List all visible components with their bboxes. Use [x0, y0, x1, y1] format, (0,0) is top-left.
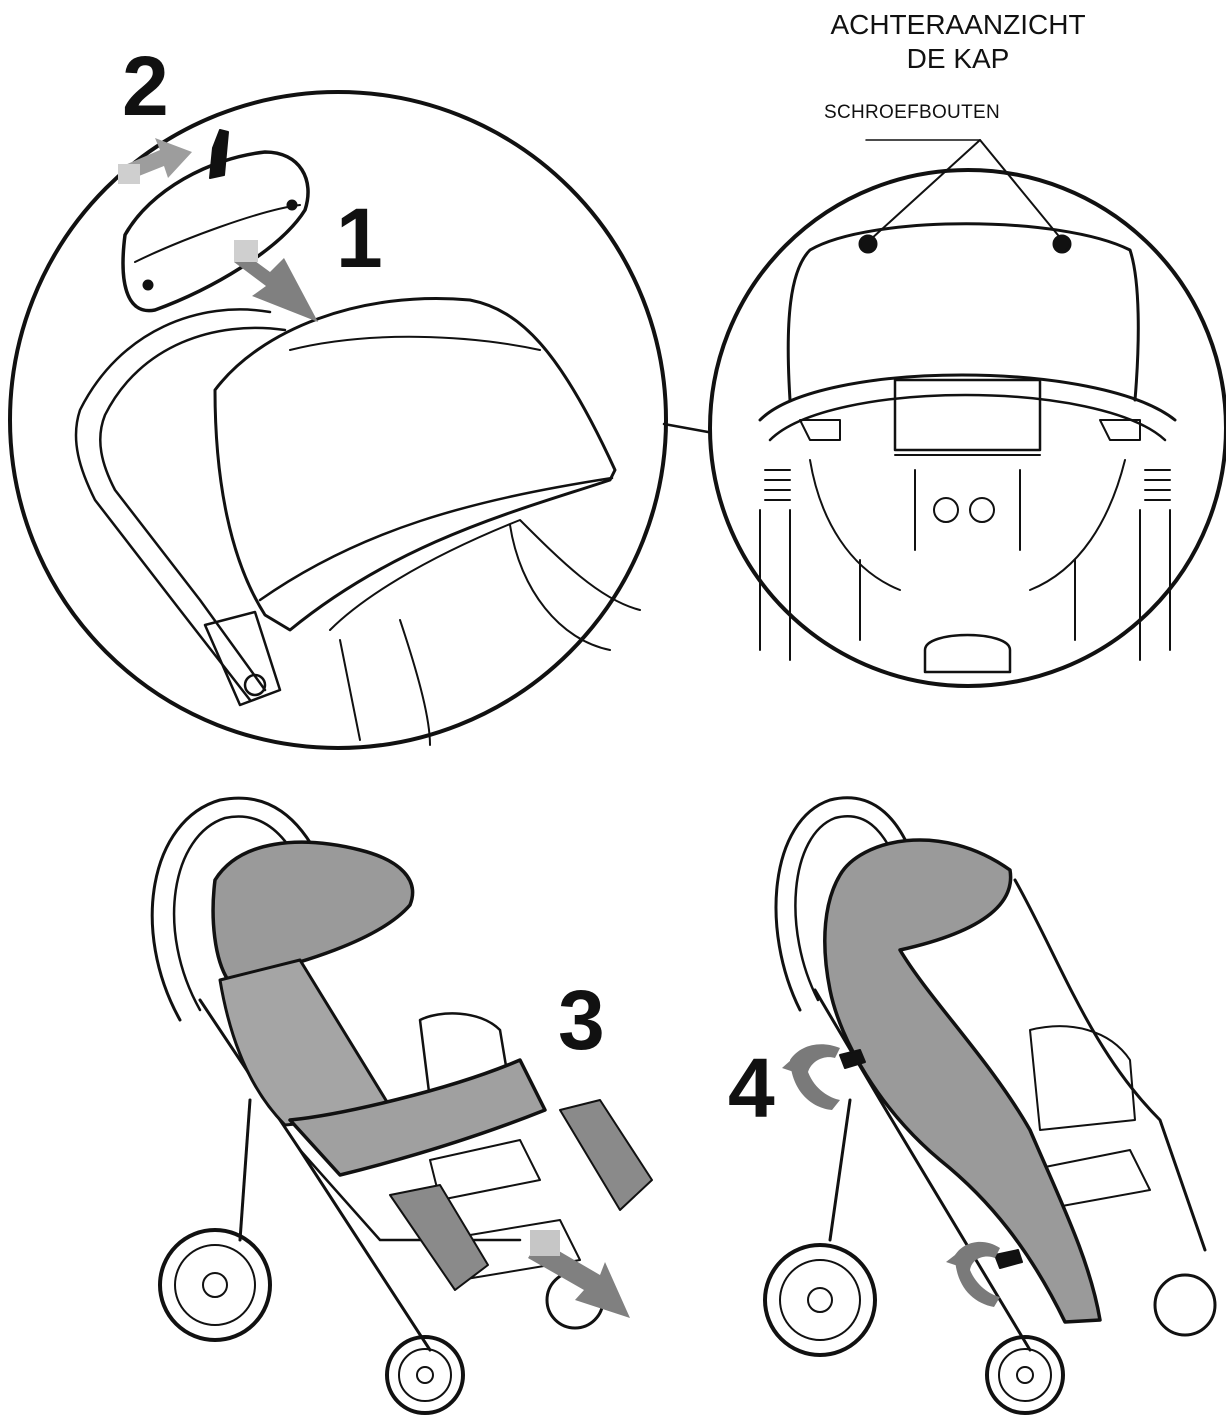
step-number-4: 4 [728, 1041, 775, 1135]
step-number-1: 1 [336, 191, 383, 285]
step-arrows-top [118, 138, 318, 322]
stroller-step-3 [150, 796, 653, 1415]
rear-view-circle [708, 139, 1226, 688]
step-number-3: 3 [558, 973, 605, 1067]
rear-view-title-line2: DE KAP [906, 43, 1010, 74]
rear-view-title-line1: ACHTERAANZICHT [830, 9, 1086, 40]
step-number-2: 2 [122, 39, 169, 133]
hood-detail-circle [8, 90, 710, 750]
screw-bolts-callout: SCHROEFBOUTEN [824, 102, 1000, 123]
stroller-step-4 [763, 796, 1217, 1415]
step-3-arrows [528, 1230, 630, 1318]
step-4-arrows [782, 1044, 1000, 1307]
